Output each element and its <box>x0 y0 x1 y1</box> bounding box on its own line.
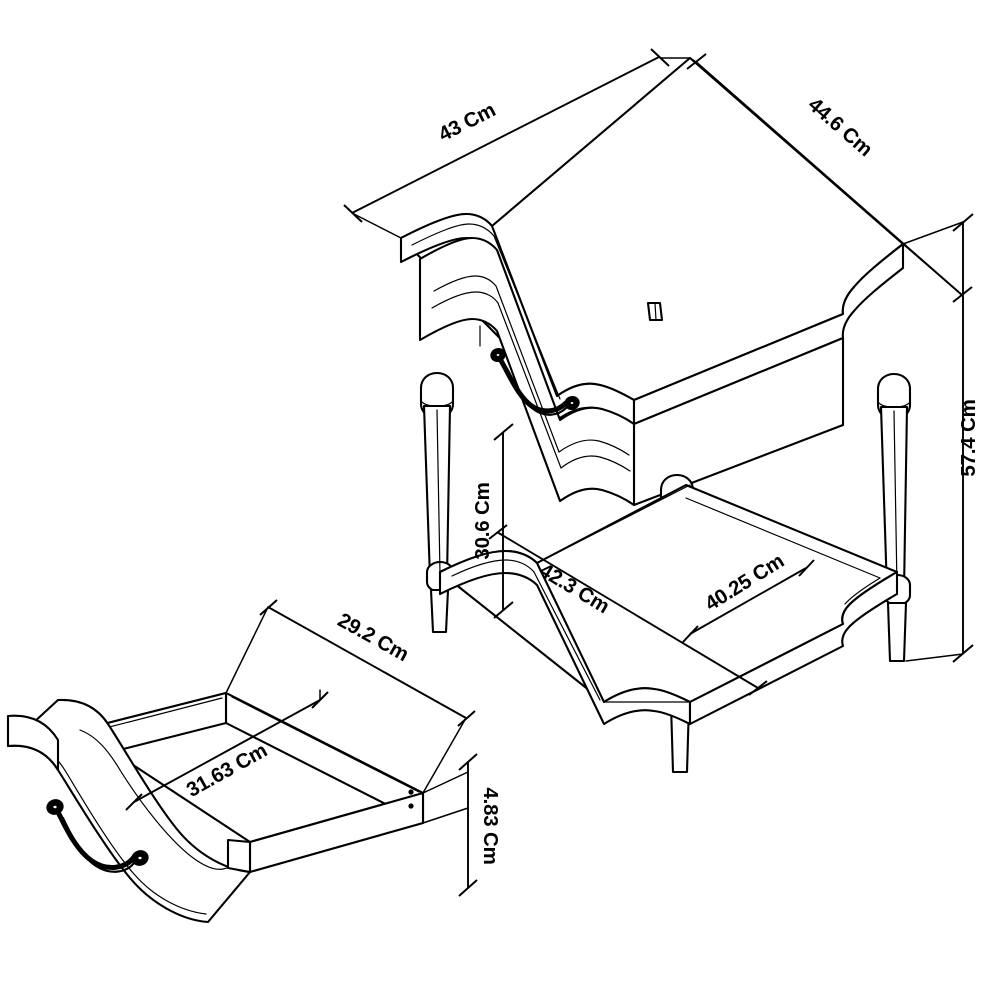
drawer-detail-view <box>6 691 425 924</box>
drawer-screw-lower-icon <box>408 803 414 809</box>
dim-43-line <box>351 56 660 214</box>
handle-rosette-right-hole <box>568 399 576 407</box>
lower-shelf-right-edge <box>688 570 899 726</box>
dim-3163-line <box>133 699 321 803</box>
drawer-reveal-bottom <box>431 291 631 472</box>
dim-423-tick-start <box>488 524 508 540</box>
drawer-floor-front-seam <box>79 729 251 870</box>
drawer-handle-backplate-line <box>61 816 136 873</box>
dim-4025-tick-end <box>798 559 815 577</box>
leg-front-left <box>419 371 455 634</box>
apron-front-curved <box>418 236 636 507</box>
table-top <box>399 56 905 426</box>
leg-front-left-foot <box>429 588 450 634</box>
drawer-corner-post <box>226 838 252 874</box>
dim-overall-height: 57.4 Cm <box>902 213 980 663</box>
main-table-view <box>399 56 912 774</box>
dim-43-tick-end <box>650 48 670 67</box>
dim-4025-line <box>689 567 807 635</box>
dim-423-tick-end <box>748 680 768 696</box>
drawer-front-top-lip <box>6 714 60 772</box>
drawer-detail-handle[interactable] <box>45 798 150 873</box>
dim-43-ext-start <box>351 212 402 239</box>
table-drawer-handle[interactable] <box>489 347 580 416</box>
dim-423-line <box>496 531 759 689</box>
drawer-handle-rosette-left-hole <box>51 803 59 811</box>
shelf-support-line-a <box>536 484 691 564</box>
dim-446-ext-end <box>902 243 963 296</box>
table-top-edge-right <box>632 242 905 426</box>
drawer-screw-upper-icon <box>408 789 414 795</box>
table-apron <box>418 236 845 507</box>
leg-rear-left-line <box>654 302 657 321</box>
lower-shelf-profile-line <box>451 559 601 701</box>
dim-292-line <box>267 606 467 719</box>
lower-shelf-inner-rear <box>685 497 881 579</box>
leg-rear-right-foot <box>886 601 908 663</box>
handle-rosette-left-hole <box>494 351 502 359</box>
dim-label-574: 57.4 Cm <box>957 399 980 476</box>
dim-label-43: 43 Cm <box>435 98 499 146</box>
dim-drawer-height: 4.83 Cm <box>422 753 502 897</box>
leg-rear-right <box>876 372 912 663</box>
dim-446-ext-start <box>689 57 697 63</box>
leg-rear-left <box>646 301 664 322</box>
dim-label-483: 4.83 Cm <box>479 787 502 864</box>
lower-shelf <box>438 483 899 726</box>
dim-574-ext-bottom <box>905 653 964 662</box>
dim-306-tick-bottom <box>493 601 514 619</box>
dim-483-tick-top <box>458 753 478 771</box>
drawer-reveal-top <box>433 275 630 456</box>
dim-label-446: 44.6 Cm <box>804 93 877 161</box>
dim-clearance-height: 30.6 Cm <box>471 423 514 619</box>
drawer-handle-rosette-right-hole <box>136 854 144 862</box>
dim-label-292: 29.2 Cm <box>334 609 413 667</box>
dim-483-ext-bottom <box>422 807 469 824</box>
dim-292-ext-start <box>225 606 269 694</box>
dim-4025-tick-start <box>682 625 699 643</box>
dim-574-ext-top <box>902 221 964 245</box>
dim-483-ext-top <box>422 771 469 794</box>
table-top-profile-line <box>411 223 561 400</box>
handle-backplate-line <box>502 362 568 416</box>
leg-rear-right-shaft-line <box>893 410 898 588</box>
dim-292-ext-end <box>422 717 467 794</box>
dim-label-306: 30.6 Cm <box>471 482 494 559</box>
drawer-rear-panel-inner-line <box>231 696 420 793</box>
leg-front-left-shaft-line <box>436 409 441 575</box>
dim-483-tick-bottom <box>458 879 478 897</box>
dim-3163-tick-start <box>125 793 143 811</box>
lower-shelf-inner-right <box>844 577 881 605</box>
lower-shelf-surface <box>438 483 899 704</box>
drawer-handle-swan-neck-bow <box>55 809 137 870</box>
dim-306-tick-top <box>493 423 514 441</box>
